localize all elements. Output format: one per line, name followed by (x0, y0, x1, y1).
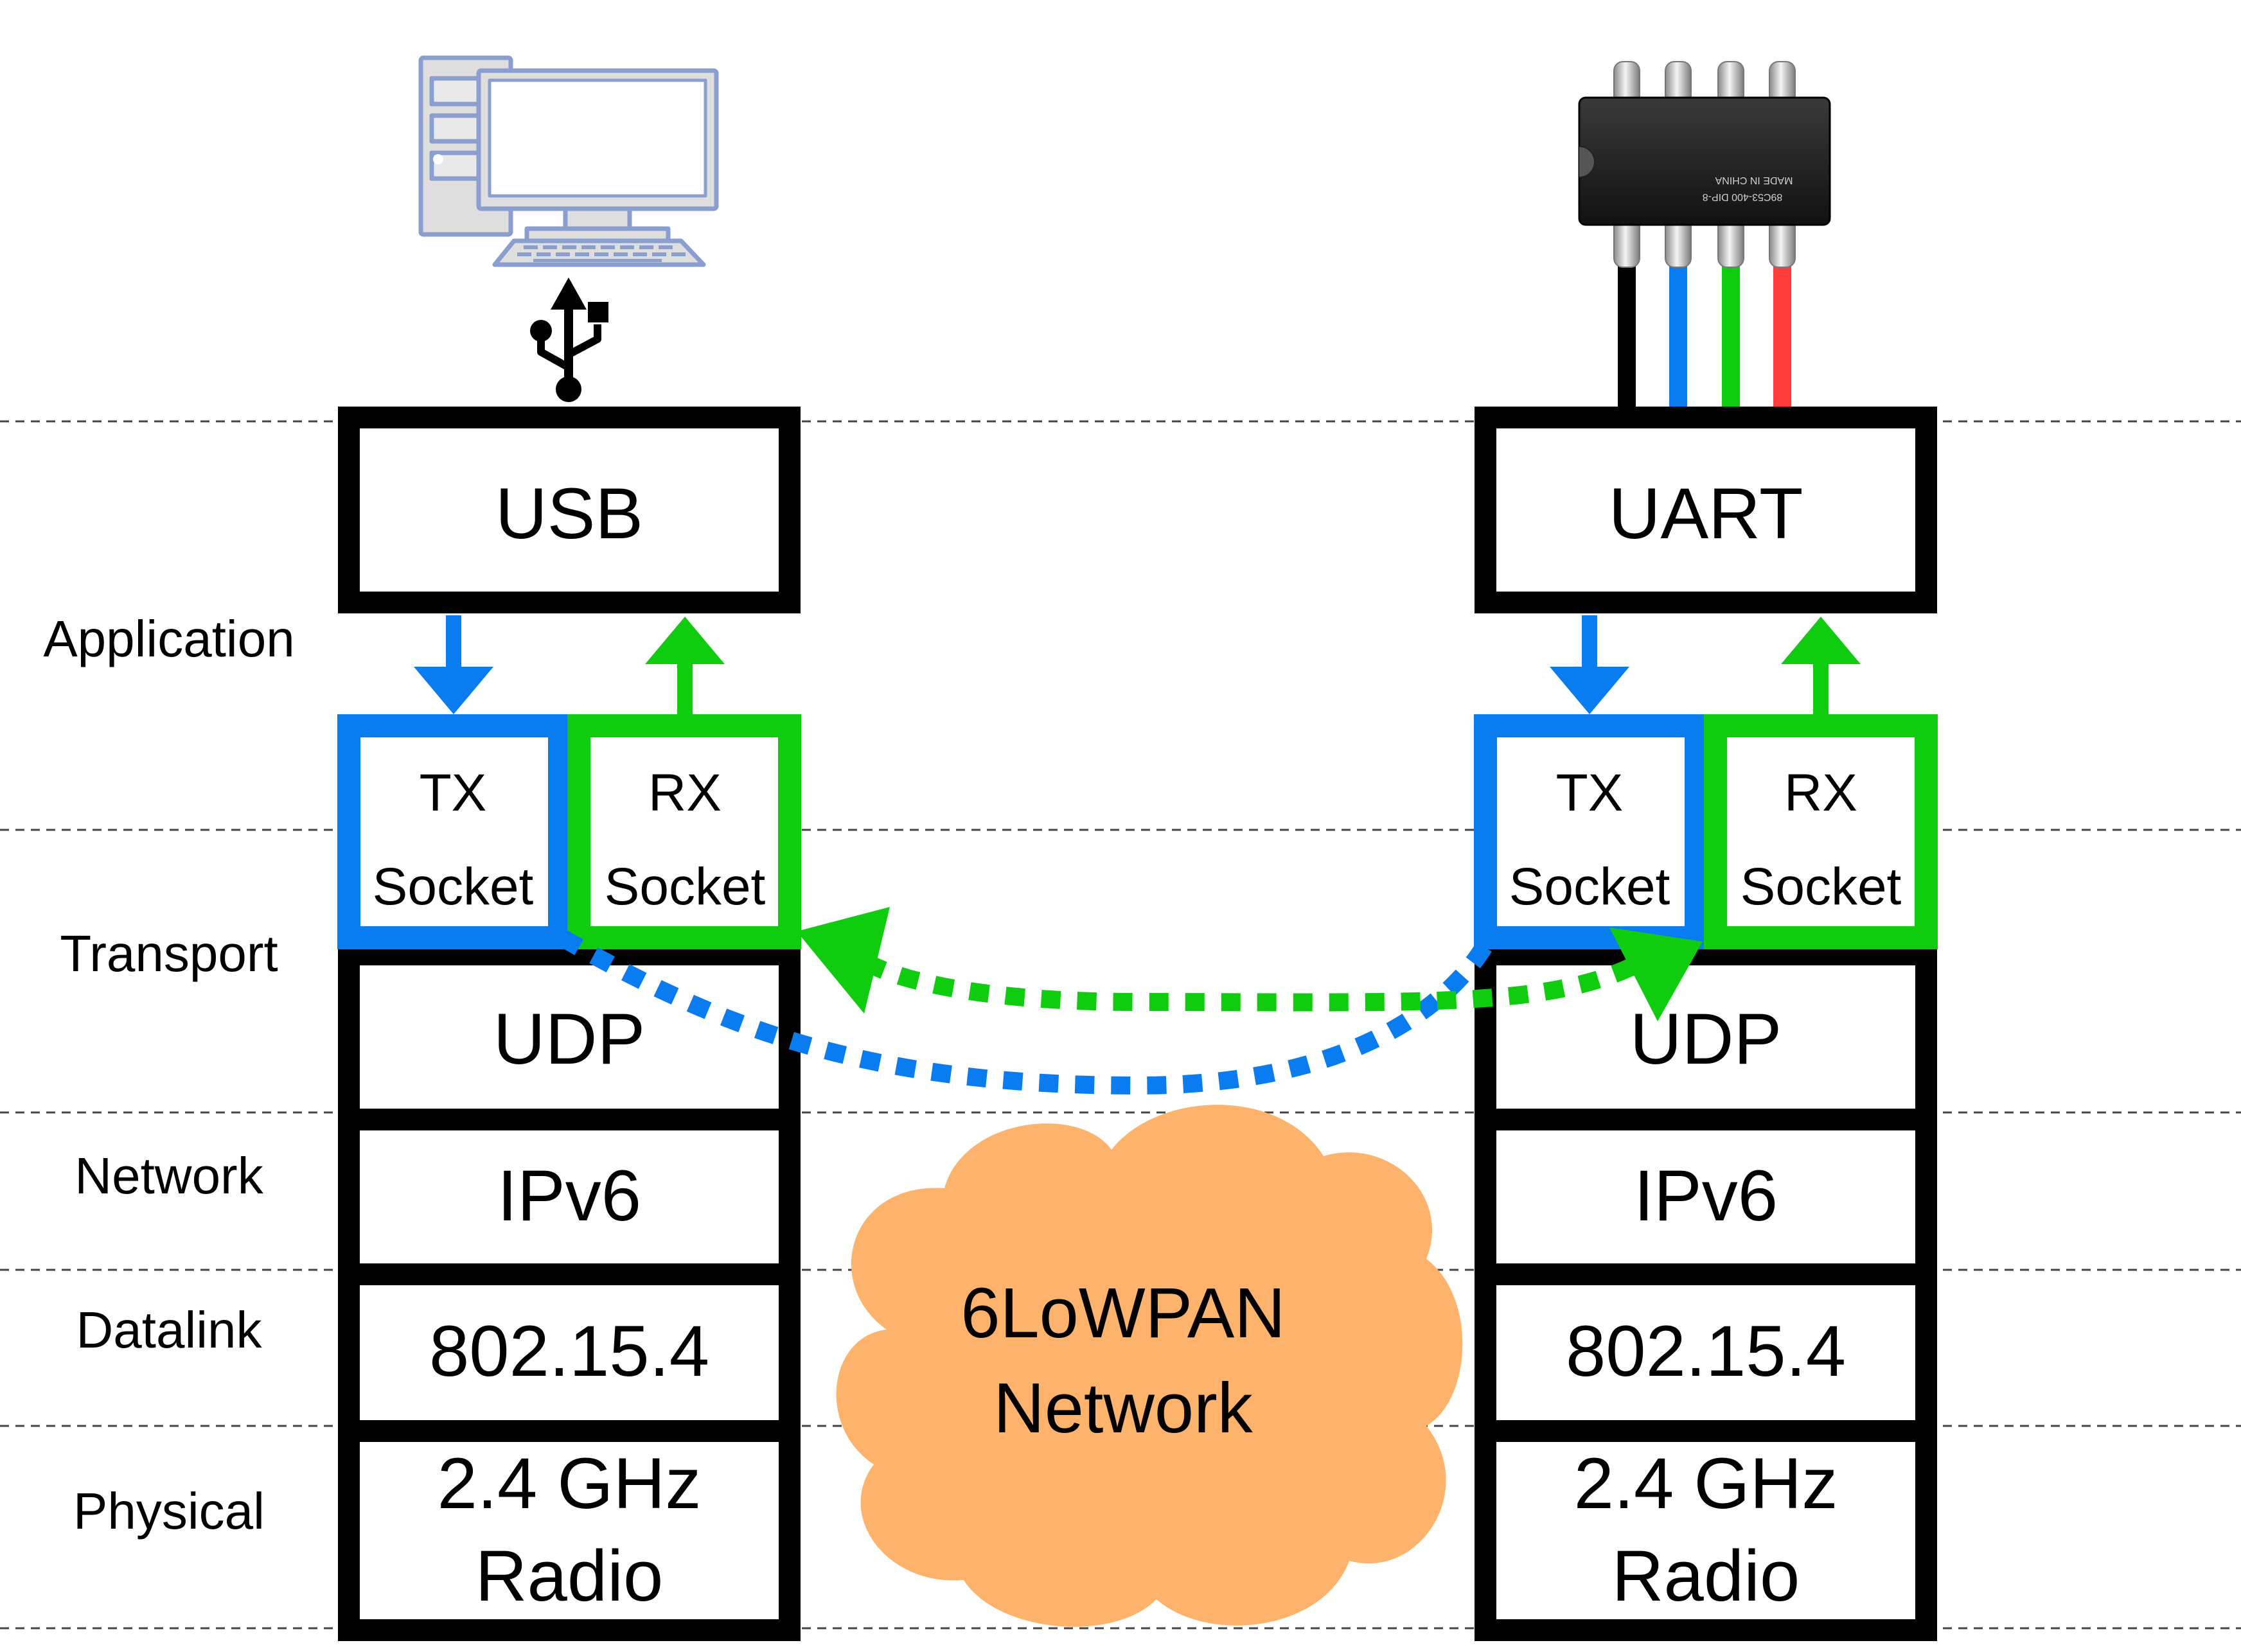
cloud-shape (836, 1105, 1463, 1627)
keyboard-keys (517, 245, 686, 262)
computer-icon (418, 55, 719, 267)
cloud-label-1: 6LoWPAN (961, 1274, 1285, 1353)
left-tx-label-1: TX (420, 764, 487, 822)
right-phy-label-1: 2.4 GHz (1574, 1443, 1838, 1524)
right-mac-label: 802.15.4 (1566, 1311, 1846, 1391)
left-mac-label: 802.15.4 (429, 1311, 709, 1391)
right-app-label: UART (1609, 473, 1803, 554)
left-rx-label-2: Socket (605, 857, 766, 916)
left-tx-socket-box (337, 714, 571, 949)
right-lower-frame (1475, 944, 1937, 1641)
chip-body (1578, 96, 1831, 226)
left-rx-socket-box (567, 714, 801, 949)
left-phy-label-2: Radio (475, 1536, 664, 1616)
left-rx-label-1: RX (648, 764, 722, 822)
chip-wires (1618, 257, 1791, 409)
usb-icon (530, 277, 608, 402)
usb-right-branch (567, 324, 601, 358)
right-up-arrow (1781, 617, 1861, 722)
left-ipv6-label: IPv6 (497, 1156, 641, 1236)
layer-label-transport: Transport (60, 925, 278, 982)
arrowhead-left-rx (797, 907, 890, 1014)
usb-arrowhead (551, 277, 587, 310)
layer-label-application: Application (43, 610, 294, 667)
left-phy-label-1: 2.4 GHz (438, 1443, 702, 1524)
layer-label-network: Network (75, 1147, 263, 1204)
right-app-box (1475, 407, 1937, 613)
layer-labels: Application Transport Network Datalink P… (43, 610, 294, 1540)
left-udp-label: UDP (493, 999, 645, 1079)
left-tx-label-2: Socket (373, 857, 534, 916)
right-rx-label-2: Socket (1741, 857, 1902, 916)
chip-marking-2: 89C53-400 DIP-8 (1703, 191, 1783, 202)
right-tx-label-2: Socket (1509, 857, 1670, 916)
right-rx-socket-box (1704, 714, 1938, 949)
layer-label-datalink: Datalink (76, 1301, 262, 1358)
chip-icon: MADE IN CHINA 89C53-400 DIP-8 (1578, 61, 1831, 409)
right-down-arrow (1550, 615, 1629, 714)
usb-left-circle (530, 320, 552, 342)
chip-notch (1579, 146, 1595, 178)
right-phy-label-2: Radio (1612, 1536, 1800, 1616)
usb-base-dot (556, 376, 581, 402)
right-rx-label-1: RX (1784, 764, 1857, 822)
cloud-label-2: Network (993, 1369, 1253, 1448)
left-app-label: USB (495, 473, 643, 554)
arrowhead-right-rx (1609, 927, 1703, 1021)
monitor-screen (488, 78, 707, 198)
right-tx-label-1: TX (1556, 764, 1624, 822)
right-ipv6-label: IPv6 (1634, 1156, 1778, 1236)
chip-pins (1613, 61, 1796, 268)
socket-links-arrowheads (797, 907, 1703, 1021)
left-stack: USB TX Socket RX Socket UDP IPv6 802.15.… (337, 407, 801, 1641)
cloud-6lowpan: 6LoWPAN Network (836, 1105, 1463, 1627)
usb-right-square (588, 302, 608, 322)
chip-marking-1: MADE IN CHINA (1715, 175, 1793, 186)
right-tx-socket-box (1474, 714, 1708, 949)
left-up-arrow (645, 617, 725, 722)
socket-links (558, 929, 1636, 1095)
layer-label-physical: Physical (73, 1482, 265, 1540)
tower-power-led (433, 154, 443, 164)
left-lower-frame (338, 944, 801, 1641)
right-stack: UART TX Socket RX Socket UDP IPv6 802.15… (1474, 407, 1938, 1641)
usb-left-branch (537, 339, 571, 371)
left-down-arrow (414, 615, 493, 714)
left-app-box (338, 407, 801, 613)
link-left-tx-to-right-rx-blue (558, 929, 1499, 1095)
